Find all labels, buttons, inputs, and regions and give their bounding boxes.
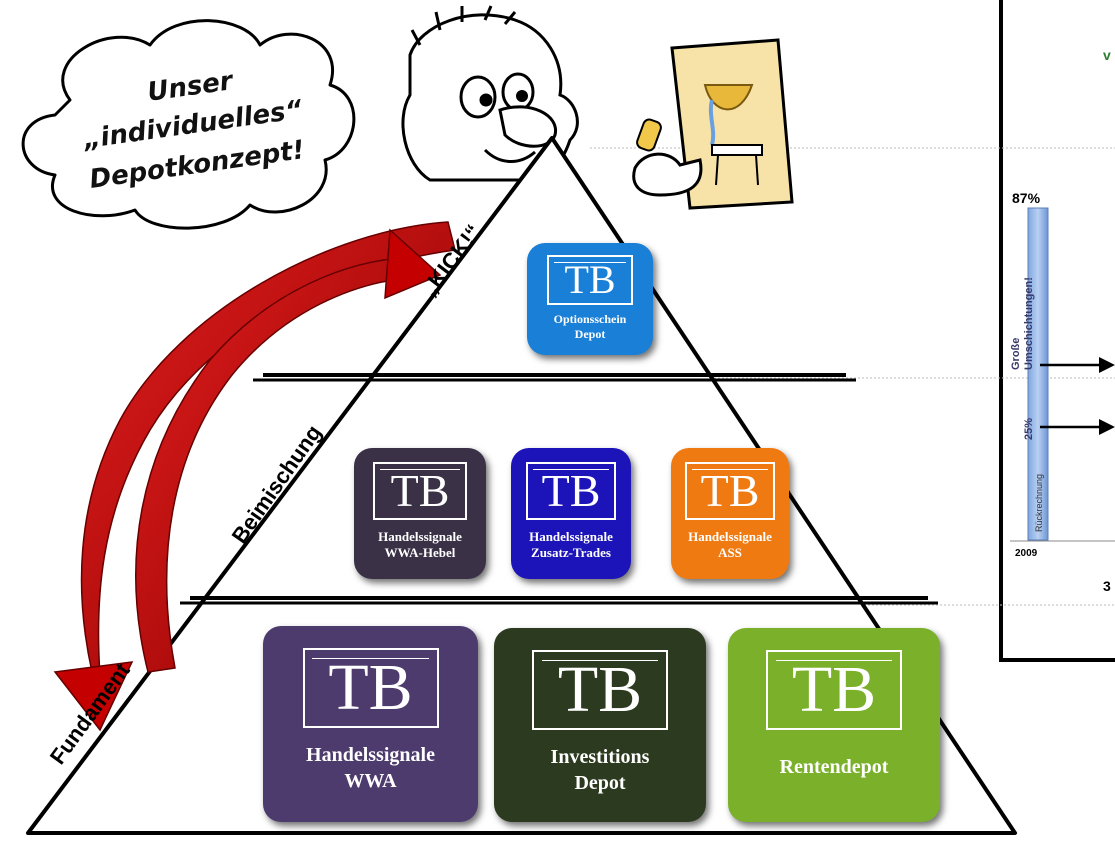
inset-label-grosse: Große [1010,338,1022,370]
tile-label-1: Handelssignale [378,529,462,544]
inset-year: 2009 [1015,548,1038,559]
inset-arrow-2-head [1099,419,1115,435]
inset-label-25: 25% [1023,418,1035,440]
red-arrows [53,221,456,732]
tb-logo: TB [532,650,668,730]
inset-cut-digit: 3 [1103,578,1111,594]
tb-logo: TB [302,648,439,728]
tile-label-1: Handelssignale [306,744,435,766]
tile-label-1: Handelssignale [529,529,613,544]
inset-chart [570,0,1115,662]
inset-arrow-1-head [1099,357,1115,373]
inset-frame [999,0,1115,662]
grail-card [632,38,794,210]
inset-label-rueckrechnung: Rückrechnung [1034,474,1044,532]
tile-handelssignale-zusatz-trades: TB Handelssignale Zusatz-Trades [511,448,631,579]
tile-label-1: Rentendepot [779,756,889,778]
tile-label-2: Depot [574,772,626,794]
tb-logo: TB [766,650,902,730]
tb-logo: TB [547,255,633,305]
tile-handelssignale-wwa-hebel: TB Handelssignale WWA-Hebel [354,448,486,579]
tb-logo: TB [685,462,775,520]
tile-optionsschein-depot: TB Optionsschein Depot [527,243,653,355]
tile-label-2: WWA-Hebel [384,545,456,560]
inset-top-value: 87% [1012,190,1041,206]
tile-label-1: Handelssignale [688,529,772,544]
inset-label-umschichtungen: Umschichtungen! [1023,277,1035,370]
tb-logo: TB [373,462,467,520]
tile-rentendepot: TB Rentendepot [728,628,940,822]
tile-label-2: ASS [718,545,742,560]
tile-label-1: Investitions [550,746,650,768]
cartoon-character [401,5,579,183]
tile-handelssignale-ass: TB Handelssignale ASS [671,448,789,579]
tile-investitions-depot: TB Investitions Depot [494,628,706,822]
tile-label-1: Optionsschein [553,312,627,326]
arrow-up-head [384,228,442,300]
tile-label-2: Depot [574,327,606,341]
tile-label-2: WWA [344,770,397,792]
inset-cut-letter: v [1103,47,1111,63]
tb-logo: TB [526,462,616,520]
thought-cloud [21,19,356,230]
arrow-down-head [53,661,134,732]
tile-handelssignale-wwa: TB Handelssignale WWA [263,626,478,822]
tile-label-2: Zusatz-Trades [531,545,611,560]
inset-bar [1027,207,1049,541]
